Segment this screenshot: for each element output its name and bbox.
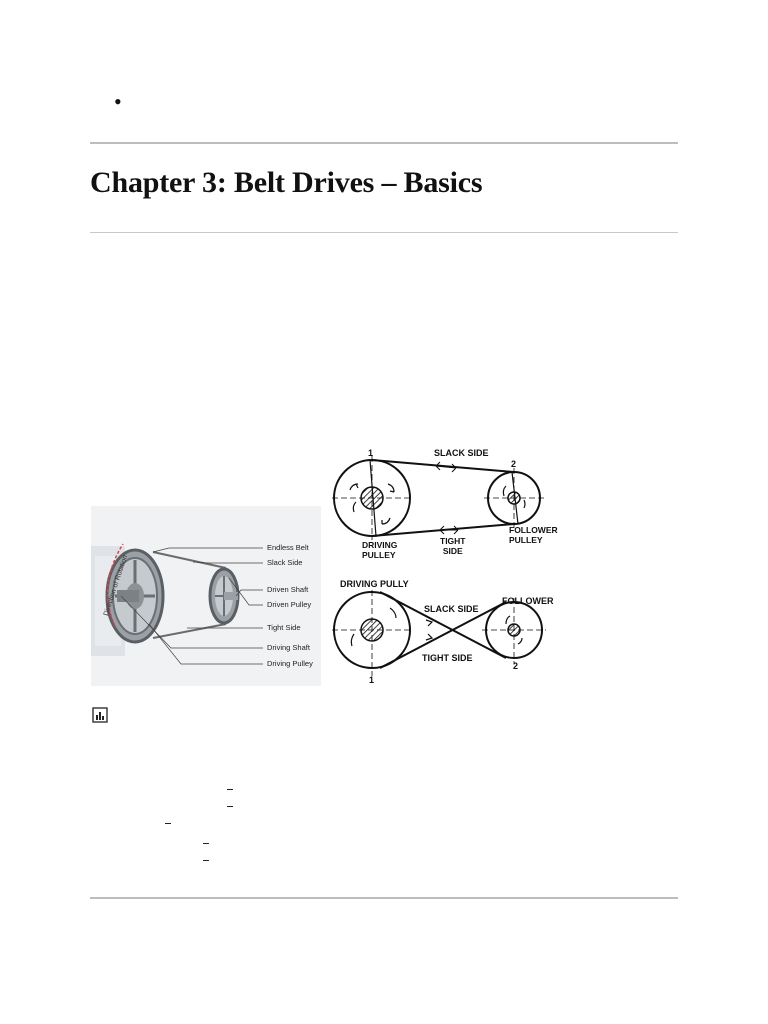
list-bullet: •	[114, 89, 122, 114]
label-driven-shaft: Driven Shaft	[267, 585, 309, 594]
open-follower-label-line1: FOLLOWER	[509, 525, 558, 535]
bottom-divider	[90, 897, 678, 899]
top-divider	[90, 142, 678, 144]
label-driving-pulley: Driving Pulley	[267, 659, 313, 668]
open-tight-label-line2: SIDE	[442, 546, 463, 556]
open-point-1: 1	[368, 448, 374, 458]
crossed-follower-label: FOLLOWER	[502, 596, 554, 606]
label-tight-side: Tight Side	[267, 623, 301, 632]
dash-mark	[203, 860, 209, 861]
dash-mark	[227, 806, 233, 807]
open-tight-label-line1: TIGHT	[440, 536, 466, 546]
open-follower-label: FOLLOWER PULLEY	[509, 525, 558, 545]
crossed-point-2: 2	[513, 661, 519, 671]
label-driving-shaft: Driving Shaft	[267, 643, 310, 652]
open-point-2: 2	[511, 459, 517, 469]
crossed-driving-label: DRIVING PULLY	[340, 579, 409, 589]
open-tight-label: TIGHT SIDE	[440, 536, 466, 556]
title-divider	[90, 232, 678, 233]
label-endless-belt: Endless Belt	[267, 543, 309, 552]
dash-mark	[227, 789, 233, 790]
open-driving-label: DRIVING PULLEY	[362, 540, 397, 560]
belt-drive-diagrams: 1 2 SLACK SIDE DRIVING PULLEY TIGHT SIDE…	[330, 446, 576, 688]
crossed-tight-label: TIGHT SIDE	[422, 653, 473, 663]
open-driving-label-line1: DRIVING	[362, 540, 398, 550]
crossed-point-1: 1	[369, 675, 375, 685]
dash-mark	[203, 843, 209, 844]
crossed-slack-label: SLACK SIDE	[424, 604, 479, 614]
open-follower-label-line2: PULLEY	[509, 535, 543, 545]
open-driving-label-line2: PULLEY	[362, 550, 396, 560]
dash-mark	[165, 823, 171, 824]
label-slack-side: Slack Side	[267, 558, 303, 567]
page-title: Chapter 3: Belt Drives – Basics	[90, 166, 483, 199]
open-slack-label: SLACK SIDE	[434, 448, 489, 458]
label-driven-pulley: Driven Pulley	[267, 600, 312, 609]
bar-chart-icon[interactable]	[92, 707, 108, 723]
belt-drive-illustration: Direction of Rotation Endless Belt Slack…	[91, 506, 321, 686]
